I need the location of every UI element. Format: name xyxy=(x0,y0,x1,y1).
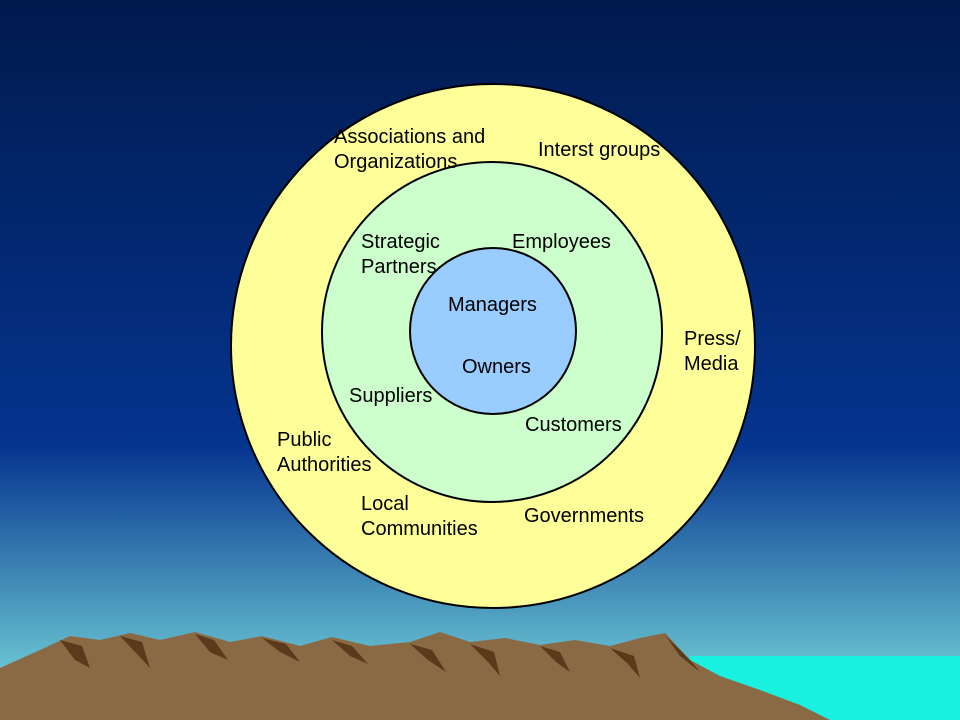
middle-label-partners: Partners xyxy=(361,256,437,278)
outer-label-associations: Associations and xyxy=(334,126,485,148)
mountain-range xyxy=(0,632,830,720)
inner-circle xyxy=(409,247,577,415)
outer-label-governments: Governments xyxy=(524,505,644,527)
middle-label-customers: Customers xyxy=(525,414,622,436)
outer-label-media: Media xyxy=(684,353,739,375)
outer-label-public: Public xyxy=(277,429,331,451)
mountain-shadow xyxy=(60,634,700,678)
middle-label-strategic: Strategic xyxy=(361,231,440,253)
middle-label-employees: Employees xyxy=(512,231,611,253)
middle-label-suppliers: Suppliers xyxy=(349,385,432,407)
outer-label-press: Press/ xyxy=(684,328,741,350)
outer-label-authorities: Authorities xyxy=(277,454,372,476)
outer-label-organizations: Organizations xyxy=(334,151,457,173)
outer-label-local: Local xyxy=(361,493,409,515)
inner-label-managers: Managers xyxy=(448,294,537,316)
inner-label-owners: Owners xyxy=(462,356,531,378)
outer-label-interest-groups: Interst groups xyxy=(538,139,660,161)
outer-label-communities: Communities xyxy=(361,518,478,540)
